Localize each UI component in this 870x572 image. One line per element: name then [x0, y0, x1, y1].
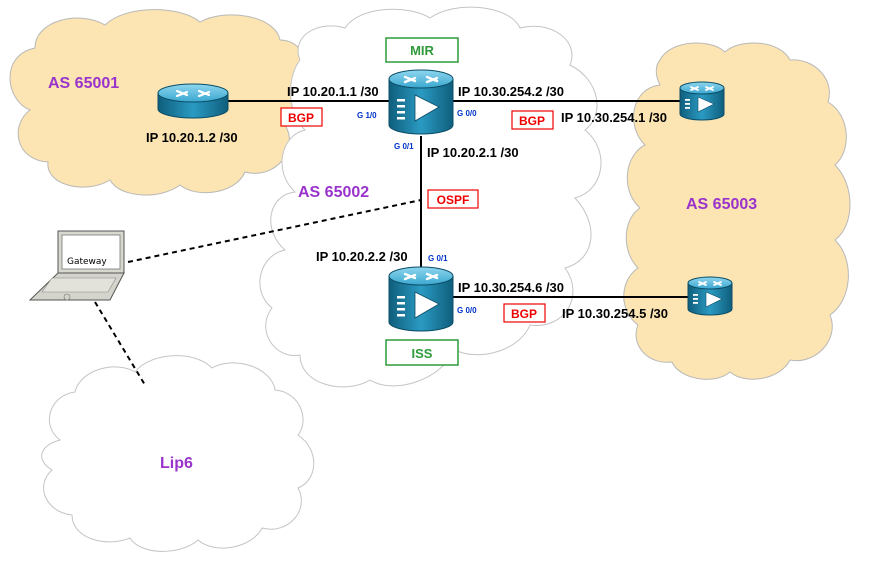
link-laptop-lip6-dashed: [94, 301, 146, 386]
laptop-gateway: Gateway: [28, 230, 125, 301]
router-name-iss: ISS: [412, 346, 433, 361]
iface-iss-g00: G 0/0: [457, 306, 477, 315]
ip-iss-g01: IP 10.20.2.2 /30: [316, 249, 408, 264]
iface-iss-g01: G 0/1: [428, 254, 448, 263]
protocol-bgp-right-bottom: BGP: [511, 307, 537, 321]
ip-mir-g00: IP 10.30.254.2 /30: [458, 84, 564, 99]
protocol-box-bgp-right-top: [511, 110, 554, 130]
as-label-65003: AS 65003: [686, 196, 757, 213]
router-as65003-bottom: [687, 276, 733, 316]
link-laptop-ospf-dashed: [127, 199, 422, 263]
iface-mir-g01: G 0/1: [394, 142, 414, 151]
iface-mir-g10: G 1/0: [357, 111, 377, 120]
router-name-box-iss: [385, 339, 459, 366]
router-name-box-mir: [385, 37, 459, 63]
protocol-box-bgp-right-bottom: [503, 303, 546, 323]
as-label-65002: AS 65002: [298, 184, 369, 201]
router-as65001: [156, 82, 230, 120]
cloud-lip6: [41, 355, 315, 552]
ip-iss-g00: IP 10.30.254.6 /30: [458, 280, 564, 295]
as-label-65001: AS 65001: [48, 75, 119, 92]
protocol-bgp-left: BGP: [288, 111, 314, 125]
as-label-lip6: Lip6: [160, 455, 193, 472]
ip-mir-g01: IP 10.20.2.1 /30: [427, 145, 519, 160]
protocol-bgp-right-top: BGP: [519, 114, 545, 128]
iface-mir-g00: G 0/0: [457, 109, 477, 118]
protocol-box-ospf: [427, 189, 479, 209]
router-as65003-top: [679, 81, 725, 121]
ip-mir-g10: IP 10.20.1.1 /30: [287, 84, 379, 99]
protocol-box-bgp-left: [280, 107, 323, 127]
router-name-mir: MIR: [410, 43, 434, 58]
ip-as65003-bottom: IP 10.30.254.5 /30: [562, 306, 668, 321]
cloud-as65003: [623, 42, 851, 380]
laptop-screen-label: Gateway: [67, 257, 107, 267]
ip-as65001-router: IP 10.20.1.2 /30: [146, 130, 238, 145]
ip-as65003-top: IP 10.30.254.1 /30: [561, 110, 667, 125]
router-iss: [387, 265, 455, 333]
router-mir: [387, 68, 455, 136]
protocol-ospf: OSPF: [437, 193, 470, 207]
